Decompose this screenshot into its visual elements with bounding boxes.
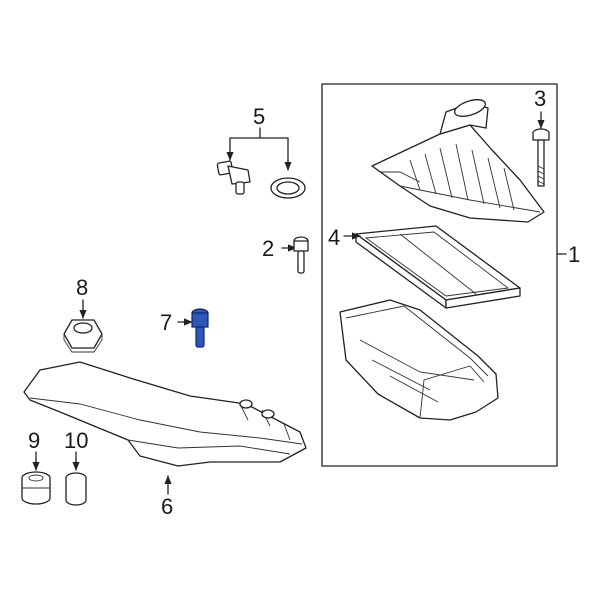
assembly-frame bbox=[321, 83, 558, 467]
bolt-7-highlighted bbox=[191, 308, 209, 348]
sensor-5 bbox=[216, 160, 251, 195]
bolt-2 bbox=[293, 236, 309, 274]
callout-label-10: 10 bbox=[64, 428, 89, 453]
intake-duct bbox=[23, 361, 307, 467]
callout-label-9: 9 bbox=[28, 428, 41, 453]
grommet-9 bbox=[21, 471, 51, 505]
nut-8 bbox=[63, 319, 103, 353]
sleeve-10 bbox=[65, 472, 87, 506]
callout-label-2: 2 bbox=[262, 236, 275, 261]
callout-label-5: 5 bbox=[253, 104, 266, 129]
lower-air-box-housing bbox=[339, 299, 499, 421]
o-ring-5 bbox=[270, 177, 306, 199]
upper-air-box-cover bbox=[371, 99, 545, 223]
callout-label-6: 6 bbox=[161, 494, 174, 519]
callout-label-8: 8 bbox=[76, 275, 89, 300]
callout-label-4: 4 bbox=[328, 225, 341, 250]
callout-label-7: 7 bbox=[160, 310, 173, 335]
callout-label-3: 3 bbox=[534, 86, 547, 111]
air-filter-element bbox=[355, 225, 521, 309]
callout-label-1: 1 bbox=[568, 242, 581, 267]
bolt-3 bbox=[532, 128, 550, 187]
